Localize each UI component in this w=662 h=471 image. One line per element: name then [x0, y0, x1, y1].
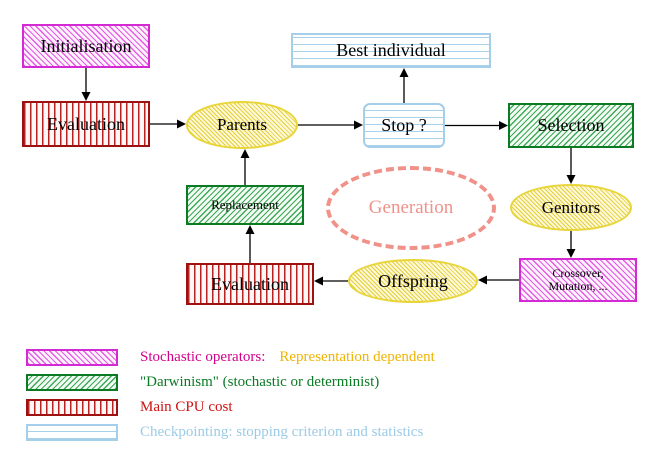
arrowhead — [566, 175, 576, 184]
node-evaluation_bot: Evaluation — [186, 263, 314, 305]
arrow-crossover-to-offspring — [478, 275, 519, 285]
arrow-parents-to-stop — [298, 120, 363, 130]
legend-segment: Main CPU cost — [140, 399, 233, 415]
legend-label-stochastic-operators: Stochastic operators: Representation depe… — [140, 349, 435, 366]
legend-label-darwinism: "Darwinism" (stochastic or determinist) — [140, 374, 379, 391]
node-evaluation_top: Evaluation — [22, 101, 150, 147]
legend-segment: Stochastic operators: — [140, 349, 266, 365]
arrow-selection-to-genitors — [566, 148, 576, 184]
node-replacement: Replacement — [186, 185, 304, 225]
arrow-offspring-to-evaluation-bot — [314, 276, 348, 286]
legend-label-main-cpu-cost: Main CPU cost — [140, 399, 233, 416]
legend-label-checkpointing: Checkpointing: stopping criterion and st… — [140, 424, 423, 441]
legend-swatch-magenta — [26, 349, 118, 366]
arrowhead — [566, 249, 576, 258]
arrow-replacement-to-parents — [240, 149, 250, 185]
node-stop: Stop ? — [363, 103, 445, 148]
node-parents: Parents — [186, 101, 298, 149]
legend-row-darwinism: "Darwinism" (stochastic or determinist) — [26, 370, 646, 395]
arrowhead — [240, 149, 250, 158]
arrow-evaluation-top-to-parents — [150, 119, 186, 129]
node-selection: Selection — [508, 103, 634, 148]
node-offspring: Offspring — [348, 259, 478, 303]
generation-boundary: Generation — [326, 166, 496, 250]
arrowhead — [314, 276, 323, 286]
legend-row-main-cpu-cost: Main CPU cost — [26, 395, 646, 420]
legend-swatch-blue — [26, 424, 118, 441]
arrowhead — [354, 120, 363, 130]
arrowhead — [81, 92, 91, 101]
arrow-genitors-to-crossover — [566, 231, 576, 258]
arrowhead — [399, 68, 409, 77]
node-initialisation: Initialisation — [22, 24, 150, 68]
node-crossover: Crossover, Mutation, ... — [519, 258, 637, 302]
node-best_individual: Best individual — [291, 33, 491, 68]
legend: Stochastic operators: Representation depe… — [26, 345, 646, 445]
legend-row-stochastic-operators: Stochastic operators: Representation depe… — [26, 345, 646, 370]
legend-segment: "Darwinism" (stochastic or determinist) — [140, 374, 380, 390]
node-genitors: Genitors — [510, 184, 632, 231]
arrowhead — [478, 275, 487, 285]
legend-segment: Representation dependent — [279, 349, 435, 365]
arrow-evaluation-bot-to-replacement — [245, 225, 255, 263]
legend-swatch-red — [26, 399, 118, 416]
legend-segment: Checkpointing: stopping criterion and st… — [140, 424, 424, 440]
arrowhead — [177, 119, 186, 129]
legend-swatch-green — [26, 374, 118, 391]
arrowhead — [499, 121, 508, 130]
arrow-stop-to-selection — [445, 121, 508, 130]
arrowhead — [245, 225, 255, 234]
arrow-initialisation-to-evaluation-top — [81, 68, 91, 101]
legend-row-checkpointing: Checkpointing: stopping criterion and st… — [26, 420, 646, 445]
arrow-stop-to-best-individual — [399, 68, 409, 103]
